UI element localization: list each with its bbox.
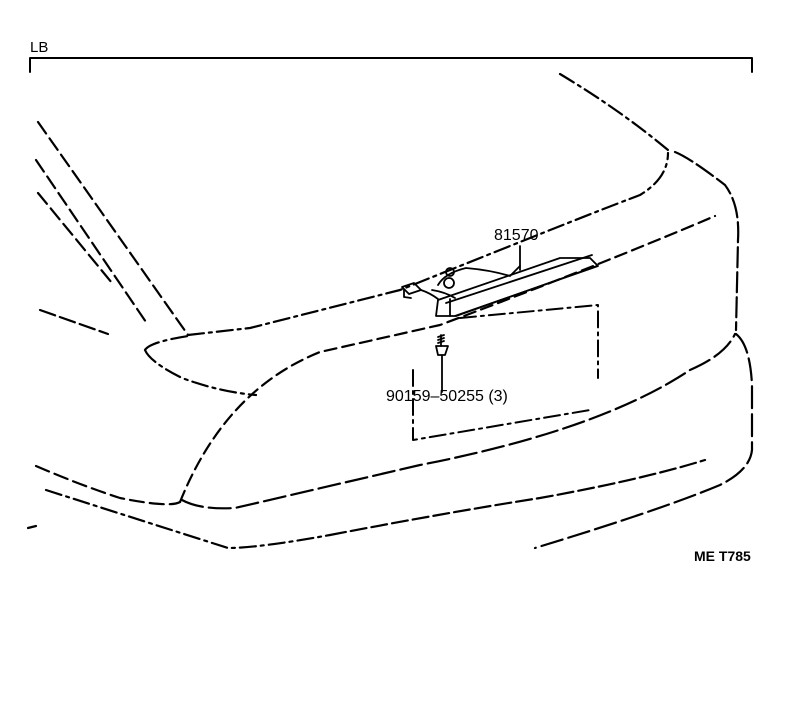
part-number-lamp: 81570 (494, 227, 539, 244)
part-number-bolt: 90159‒50255 (3) (386, 388, 508, 405)
variant-label: LB (30, 39, 49, 56)
variant-bracket (29, 57, 753, 73)
stop-lamp-assembly (401, 254, 599, 317)
figure-code: ME T785 (694, 548, 751, 564)
license-plate-recess (412, 304, 599, 441)
leader-lines (441, 245, 521, 393)
body-outline (26, 72, 754, 550)
bolt (435, 334, 449, 356)
